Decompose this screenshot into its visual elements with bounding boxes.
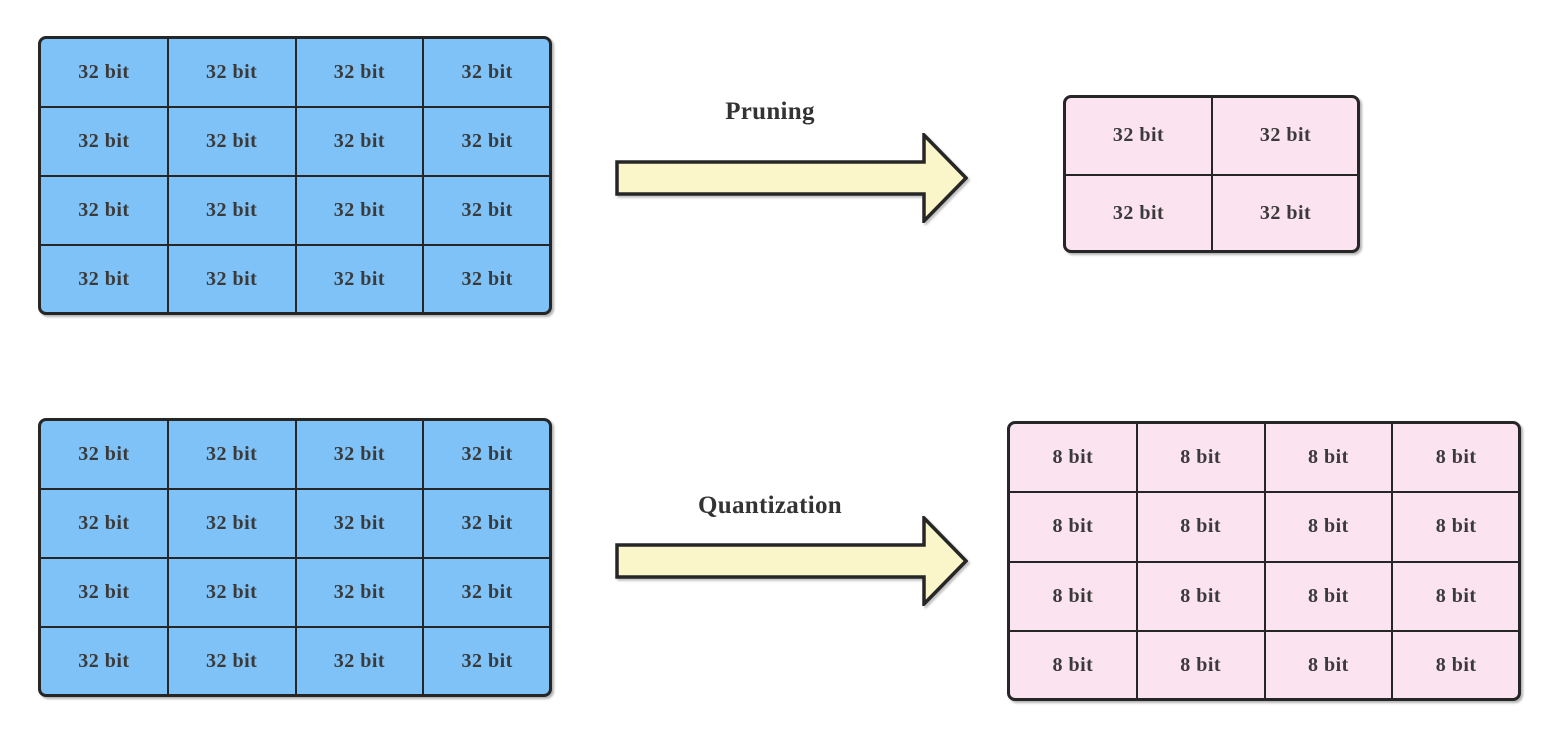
grid-cell: 32 bit [424,559,549,628]
grid-cell: 32 bit [168,39,297,108]
grid-cell: 32 bit [1066,98,1213,176]
grid-cell: 8 bit [1393,493,1518,563]
grid-cell: 8 bit [1137,631,1266,698]
quantization-right-arrow-icon [615,516,968,606]
grid-cell: 32 bit [424,628,549,694]
grid-cell: 8 bit [1010,631,1138,698]
grid-cell: 32 bit [41,559,169,628]
grid-cell: 8 bit [1010,562,1138,632]
pruning-right-arrow-icon [615,133,968,223]
grid-cell: 32 bit [296,559,425,628]
grid-cell: 32 bit [1066,175,1213,250]
grid-cell: 32 bit [168,421,297,490]
quantization-label: Quantization [698,492,842,519]
grid-cell: 32 bit [168,246,297,312]
grid-cell: 32 bit [424,246,549,312]
grid-cell: 8 bit [1265,493,1394,563]
grid-cell: 32 bit [41,421,169,490]
grid-cell: 32 bit [296,421,425,490]
grid-cell: 32 bit [168,177,297,246]
grid-cell: 8 bit [1137,424,1266,494]
grid-cell: 32 bit [41,177,169,246]
grid-cell: 8 bit [1393,631,1518,698]
grid-cell: 32 bit [296,246,425,312]
grid-cell: 32 bit [168,108,297,177]
grid-cell: 32 bit [296,108,425,177]
grid-cell: 32 bit [41,628,169,694]
grid-cell: 32 bit [41,246,169,312]
pruning-label: Pruning [725,98,815,125]
grid-cell: 32 bit [424,39,549,108]
grid-cell: 8 bit [1393,424,1518,494]
grid-cell: 32 bit [424,108,549,177]
grid-cell: 8 bit [1265,562,1394,632]
grid-cell: 32 bit [41,108,169,177]
grid-cell: 8 bit [1137,493,1266,563]
grid-cell: 32 bit [424,177,549,246]
grid-cell: 32 bit [168,559,297,628]
grid-cell: 8 bit [1010,493,1138,563]
grid-cell: 8 bit [1393,562,1518,632]
grid-cell: 8 bit [1010,424,1138,494]
grid-cell: 8 bit [1265,424,1394,494]
grid-cell: 32 bit [296,39,425,108]
grid-cell: 8 bit [1137,562,1266,632]
grid-cell: 8 bit [1265,631,1394,698]
grid-cell: 32 bit [424,490,549,559]
grid-cell: 32 bit [168,628,297,694]
grid-cell: 32 bit [296,628,425,694]
grid-cell: 32 bit [296,490,425,559]
grid-cell: 32 bit [168,490,297,559]
grid-cell: 32 bit [296,177,425,246]
grid-cell: 32 bit [41,490,169,559]
grid-cell: 32 bit [41,39,169,108]
grid-cell: 32 bit [1213,175,1357,250]
grid-cell: 32 bit [1213,98,1357,176]
grid-cell: 32 bit [424,421,549,490]
